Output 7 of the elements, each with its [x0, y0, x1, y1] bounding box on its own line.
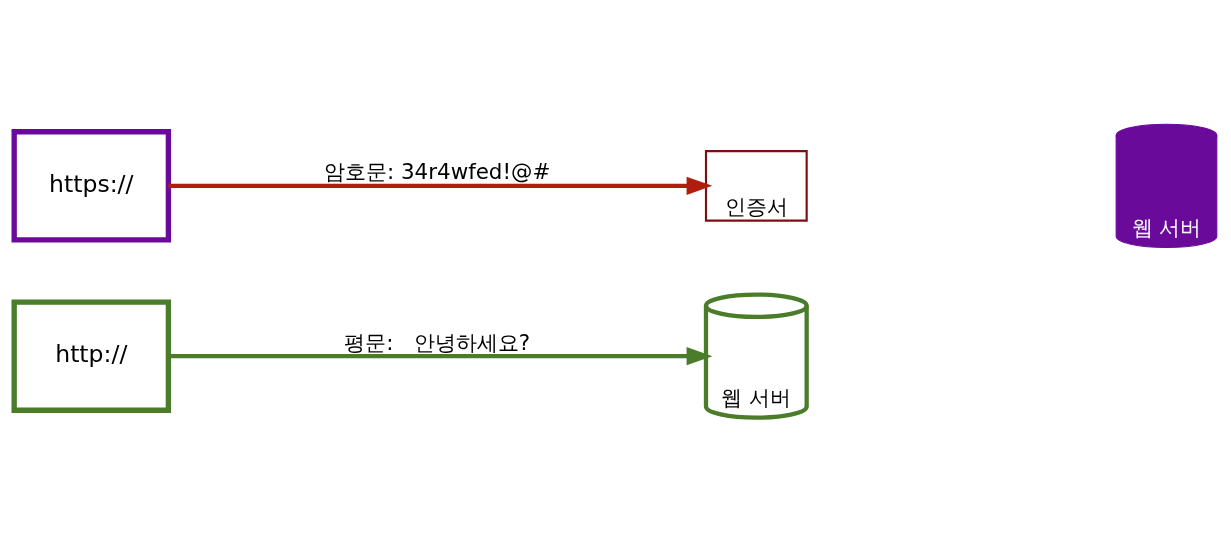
edge-label: 평문: 안녕하세요? [344, 329, 531, 355]
edge-label: 암호문: 34r4wfed!@# [323, 159, 551, 185]
arrow [168, 347, 713, 366]
node-box: http:// [11, 299, 172, 413]
node-box: 인증서 [704, 150, 808, 222]
node-box: https:// [11, 129, 172, 243]
arrow [168, 176, 713, 195]
